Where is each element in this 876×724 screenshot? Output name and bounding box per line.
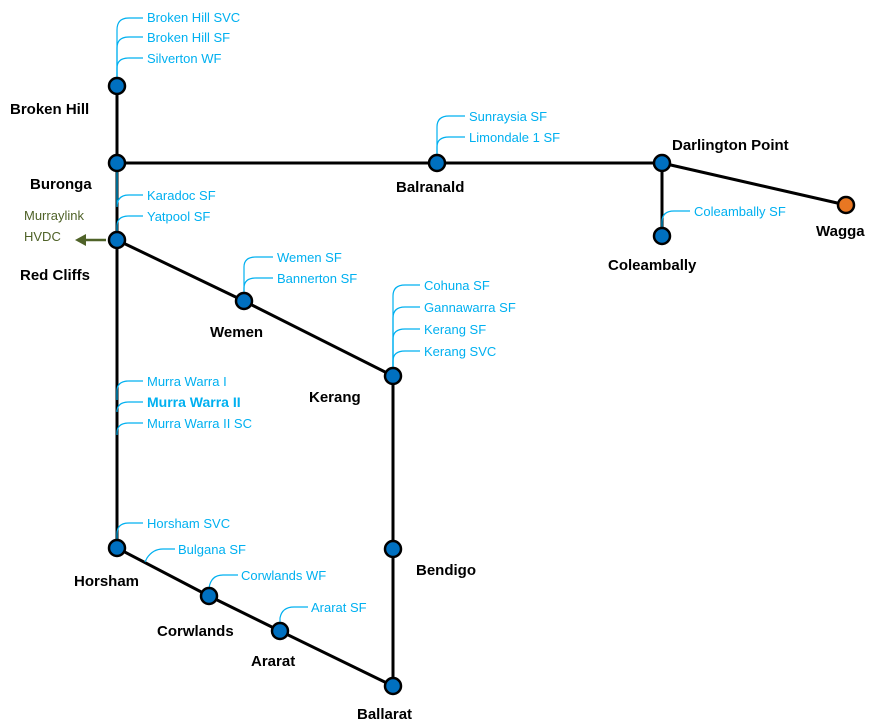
gen-wemen-sf: Wemen SF bbox=[277, 250, 342, 265]
gen-corwlands-wf: Corwlands WF bbox=[241, 568, 326, 583]
line-darlingtonpoint-wagga bbox=[661, 161, 847, 207]
node-wemen[interactable] bbox=[234, 291, 254, 311]
line-wemen-kerang bbox=[243, 299, 394, 378]
gen-murra-warra-i: Murra Warra I bbox=[147, 374, 227, 389]
label-darlington-point: Darlington Point bbox=[672, 137, 789, 154]
node-coleambally[interactable] bbox=[652, 226, 672, 246]
node-wagga[interactable] bbox=[836, 195, 856, 215]
gen-yatpool-sf: Yatpool SF bbox=[147, 209, 210, 224]
label-wagga: Wagga bbox=[816, 223, 865, 240]
leader-bannerton-sf bbox=[243, 277, 273, 301]
line-corwlands-ararat bbox=[208, 594, 281, 633]
line-redcliffs-wemen bbox=[116, 238, 245, 303]
leader-coleambally-sf bbox=[661, 210, 690, 236]
generator-labels: Broken Hill SVC Broken Hill SF Silverton… bbox=[147, 10, 786, 615]
leader-cohuna-sf bbox=[392, 284, 420, 376]
node-buronga[interactable] bbox=[107, 153, 127, 173]
label-kerang: Kerang bbox=[309, 389, 361, 406]
label-ballarat: Ballarat bbox=[357, 706, 412, 723]
gen-coleambally-sf: Coleambally SF bbox=[694, 204, 786, 219]
gen-limondale-1-sf: Limondale 1 SF bbox=[469, 130, 560, 145]
gen-gannawarra-sf: Gannawarra SF bbox=[424, 300, 516, 315]
leader-murra-warra-ii bbox=[116, 401, 143, 413]
gen-bannerton-sf: Bannerton SF bbox=[277, 271, 357, 286]
node-ballarat[interactable] bbox=[383, 676, 403, 696]
label-balranald: Balranald bbox=[396, 179, 464, 196]
leader-silverton-wf bbox=[116, 57, 143, 86]
leader-ararat-sf bbox=[279, 606, 308, 631]
leader-kerang-svc bbox=[392, 350, 420, 376]
leader-bulgana-sf bbox=[144, 548, 175, 563]
gen-murra-warra-ii-sc: Murra Warra II SC bbox=[147, 416, 252, 431]
leader-limondale-sf bbox=[436, 136, 465, 163]
gen-sunraysia-sf: Sunraysia SF bbox=[469, 109, 547, 124]
interconnector-arrowhead bbox=[75, 234, 86, 246]
leader-horsham-svc bbox=[116, 522, 143, 548]
leader-broken-hill-sf bbox=[116, 36, 143, 86]
gen-silverton-wf: Silverton WF bbox=[147, 51, 221, 66]
node-balranald[interactable] bbox=[427, 153, 447, 173]
gen-ararat-sf: Ararat SF bbox=[311, 600, 367, 615]
line-horsham-corwlands bbox=[116, 546, 210, 598]
node-darlington-point[interactable] bbox=[652, 153, 672, 173]
nodes bbox=[107, 76, 856, 696]
label-broken-hill: Broken Hill bbox=[10, 101, 89, 118]
leader-gannawarra-sf bbox=[392, 306, 420, 376]
label-buronga: Buronga bbox=[30, 176, 92, 193]
gen-horsham-svc: Horsham SVC bbox=[147, 516, 230, 531]
label-wemen: Wemen bbox=[210, 324, 263, 341]
node-bendigo[interactable] bbox=[383, 539, 403, 559]
label-bendigo: Bendigo bbox=[416, 562, 476, 579]
generator-leaders bbox=[116, 17, 690, 631]
gen-kerang-sf: Kerang SF bbox=[424, 322, 486, 337]
gen-cohuna-sf: Cohuna SF bbox=[424, 278, 490, 293]
gen-bulgana-sf: Bulgana SF bbox=[178, 542, 246, 557]
leader-karadoc-sf bbox=[116, 163, 143, 208]
node-labels: Broken Hill Buronga Balranald Darlington… bbox=[10, 101, 865, 723]
node-broken-hill[interactable] bbox=[107, 76, 127, 96]
leader-sunraysia-sf bbox=[436, 115, 465, 163]
label-ararat: Ararat bbox=[251, 653, 295, 670]
leader-kerang-sf bbox=[392, 328, 420, 376]
node-ararat[interactable] bbox=[270, 621, 290, 641]
gen-kerang-svc: Kerang SVC bbox=[424, 344, 496, 359]
leader-murra-warra-i bbox=[116, 380, 143, 400]
node-horsham[interactable] bbox=[107, 538, 127, 558]
node-kerang[interactable] bbox=[383, 366, 403, 386]
leader-broken-hill-svc bbox=[116, 17, 143, 86]
node-red-cliffs[interactable] bbox=[107, 230, 127, 250]
label-red-cliffs: Red Cliffs bbox=[20, 267, 90, 284]
murraylink-arrow bbox=[75, 234, 106, 246]
node-corwlands[interactable] bbox=[199, 586, 219, 606]
murraylink-label-line1: Murraylink bbox=[24, 208, 84, 223]
gen-murra-warra-ii: Murra Warra II bbox=[147, 394, 241, 410]
label-horsham: Horsham bbox=[74, 573, 139, 590]
murraylink-label: Murraylink HVDC bbox=[24, 208, 84, 244]
leader-wemen-sf bbox=[243, 256, 273, 301]
line-ararat-ballarat bbox=[279, 629, 394, 688]
label-corwlands: Corwlands bbox=[157, 623, 234, 640]
label-coleambally: Coleambally bbox=[608, 257, 697, 274]
gen-broken-hill-sf: Broken Hill SF bbox=[147, 30, 230, 45]
gen-karadoc-sf: Karadoc SF bbox=[147, 188, 216, 203]
leader-murra-warra-ii-sc bbox=[116, 422, 143, 435]
murraylink-label-line2: HVDC bbox=[24, 229, 61, 244]
leader-yatpool-sf bbox=[116, 215, 143, 240]
gen-broken-hill-svc: Broken Hill SVC bbox=[147, 10, 240, 25]
